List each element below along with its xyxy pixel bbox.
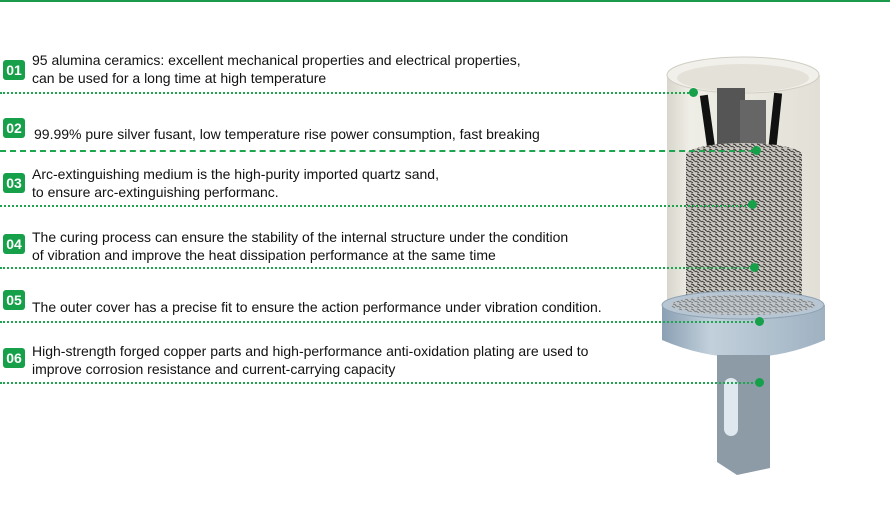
text-line: 99.99% pure silver fusant, low temperatu… (34, 126, 540, 142)
feature-description: The curing process can ensure the stabil… (32, 228, 568, 264)
feature-number-badge: 04 (3, 234, 25, 254)
leader-line (0, 150, 755, 152)
callout-dot (755, 378, 764, 387)
callout-dot (755, 317, 764, 326)
text-line: can be used for a long time at high temp… (32, 70, 327, 86)
leader-line (0, 205, 750, 207)
text-line: 95 alumina ceramics: excellent mechanica… (32, 52, 521, 68)
leader-line (0, 382, 757, 384)
text-line: The curing process can ensure the stabil… (32, 229, 569, 245)
feature-description: 99.99% pure silver fusant, low temperatu… (34, 125, 540, 143)
feature-number-badge: 06 (3, 348, 25, 368)
text-line: of vibration and improve the heat dissip… (32, 247, 496, 263)
feature-number-badge: 01 (3, 60, 25, 80)
feature-description: Arc-extinguishing medium is the high-pur… (32, 165, 439, 201)
leader-line (0, 267, 752, 269)
text-line: improve corrosion resistance and current… (32, 361, 396, 377)
text-line: High-strength forged copper parts and hi… (32, 343, 589, 359)
copper-terminal (717, 355, 770, 475)
feature-description: 95 alumina ceramics: excellent mechanica… (32, 51, 521, 87)
callout-dot (748, 200, 757, 209)
feature-number-badge: 02 (3, 118, 25, 138)
callout-dot (689, 88, 698, 97)
outer-cover (661, 290, 825, 358)
text-line: to ensure arc-extinguishing performanc. (32, 184, 279, 200)
feature-number-badge: 03 (3, 173, 25, 193)
top-divider (0, 0, 890, 2)
feature-number-badge: 05 (3, 290, 25, 310)
feature-description: High-strength forged copper parts and hi… (32, 342, 588, 378)
leader-line (0, 321, 757, 323)
callout-dot (752, 146, 761, 155)
leader-line (0, 92, 692, 94)
feature-description: The outer cover has a precise fit to ens… (32, 298, 602, 316)
callout-dot (750, 263, 759, 272)
quartz-sand (686, 143, 802, 317)
text-line: The outer cover has a precise fit to ens… (32, 299, 602, 315)
text-line: Arc-extinguishing medium is the high-pur… (32, 166, 439, 182)
